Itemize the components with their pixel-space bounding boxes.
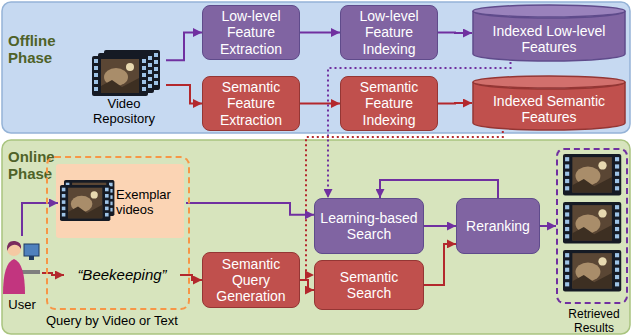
process-box: Low-level Feature Extraction (202, 5, 300, 60)
result-thumbnail (563, 202, 621, 244)
user-icon: User (2, 236, 42, 318)
cylinder-body (473, 82, 625, 130)
text-holder: Learning-based Search (315, 199, 423, 253)
node-label: Indexed Low-level Features (475, 23, 623, 55)
arrow-connector (438, 32, 472, 35)
text-holder: Indexed Semantic Features (472, 87, 626, 131)
cylinder-top (473, 76, 625, 88)
online-band-fill (2, 140, 630, 334)
arrow-connector (300, 280, 314, 290)
user-figure (3, 241, 40, 294)
node-label: Semantic Feature Extraction (206, 79, 296, 127)
text-holder: Semantic Query Generation (203, 253, 299, 307)
process-box: Semantic Search (314, 260, 424, 310)
text-holder: Low-level Feature Extraction (203, 6, 299, 59)
text-holder: Semantic Feature Extraction (203, 77, 299, 130)
node-label: Low-level Feature Extraction (206, 8, 296, 56)
node-label: Online Phase (8, 148, 72, 183)
arrow-connector (186, 203, 314, 215)
database-cylinder: Indexed Semantic Features (472, 75, 626, 131)
node-label: Video Repository (82, 97, 166, 127)
text-holder: Low-level Feature Indexing (341, 6, 437, 59)
offline-band-fill (2, 2, 630, 133)
text-holder: Semantic Feature Indexing (341, 77, 437, 130)
node-label: Exemplar videos (116, 188, 184, 218)
node-label: Semantic Query Generation (206, 256, 296, 304)
node-label: Query by Video or Text (46, 314, 246, 329)
node-label: Semantic Search (318, 269, 420, 301)
text-holder: Online Phase (8, 148, 72, 183)
arrow-connector (166, 33, 202, 61)
arrow-connector (22, 203, 58, 236)
process-box: Semantic Query Generation (202, 252, 300, 308)
arrow-connector (300, 32, 340, 34)
arrow-connector (424, 244, 456, 285)
text-holder: Reranking (457, 199, 539, 253)
process-box: Learning-based Search (314, 198, 424, 254)
text-holder: “Beekeeping” (64, 260, 180, 290)
process-box: Low-level Feature Indexing (340, 5, 438, 60)
arrow-connector (380, 180, 498, 198)
node-label: Learning-based Search (318, 210, 420, 242)
video-frame (92, 56, 148, 96)
text-holder: Query by Video or Text (46, 314, 246, 329)
database-cylinder: Indexed Low-level Features (472, 4, 626, 62)
cylinder-body (473, 11, 625, 61)
exemplar-fill (56, 164, 184, 238)
arrow-connector (300, 103, 340, 105)
arrow-connector (424, 225, 456, 227)
process-box: Semantic Feature Extraction (202, 76, 300, 131)
arrow-connector (166, 85, 202, 104)
process-box: Reranking (456, 198, 540, 254)
cylinder-top (473, 5, 625, 17)
node-label: Offline Phase (8, 32, 72, 67)
text-holder: Video Repository (82, 97, 166, 127)
text-holder: Exemplar videos (116, 166, 184, 240)
node-label: “Beekeeping” (77, 266, 166, 283)
text-holder: Indexed Low-level Features (472, 16, 626, 62)
results-group: Retrieved Results (556, 148, 628, 304)
query-group: Query by Video or TextExemplar videos“Be… (46, 156, 190, 310)
node-label: Low-level Feature Indexing (344, 8, 434, 56)
text-query: “Beekeeping” (64, 260, 180, 290)
text-holder: Semantic Search (315, 261, 423, 309)
node-label: Indexed Semantic Features (475, 93, 623, 125)
arrow-connector (540, 225, 556, 227)
node-label: User (0, 298, 44, 313)
result-thumbnail (563, 154, 621, 196)
phase-band: Offline PhaseVideo Repository Low-level F… (2, 2, 630, 133)
node-label: Retrieved Results (556, 308, 632, 336)
video-frame (60, 185, 110, 221)
arrow-connector (180, 275, 202, 280)
result-thumbnail (563, 250, 621, 292)
text-holder: Retrieved Results (556, 308, 632, 336)
video-repository: Video Repository (82, 48, 166, 130)
exemplar-box: Exemplar videos (58, 166, 186, 240)
arrow-connector (438, 102, 472, 105)
phase-band: Online PhaseUserQuery by Video or TextEx… (2, 140, 630, 334)
process-box: Semantic Feature Indexing (340, 76, 438, 131)
text-holder: User (0, 298, 44, 313)
node-label: Semantic Feature Indexing (344, 79, 434, 127)
text-holder: Offline Phase (8, 32, 72, 67)
node-label: Reranking (466, 218, 530, 234)
